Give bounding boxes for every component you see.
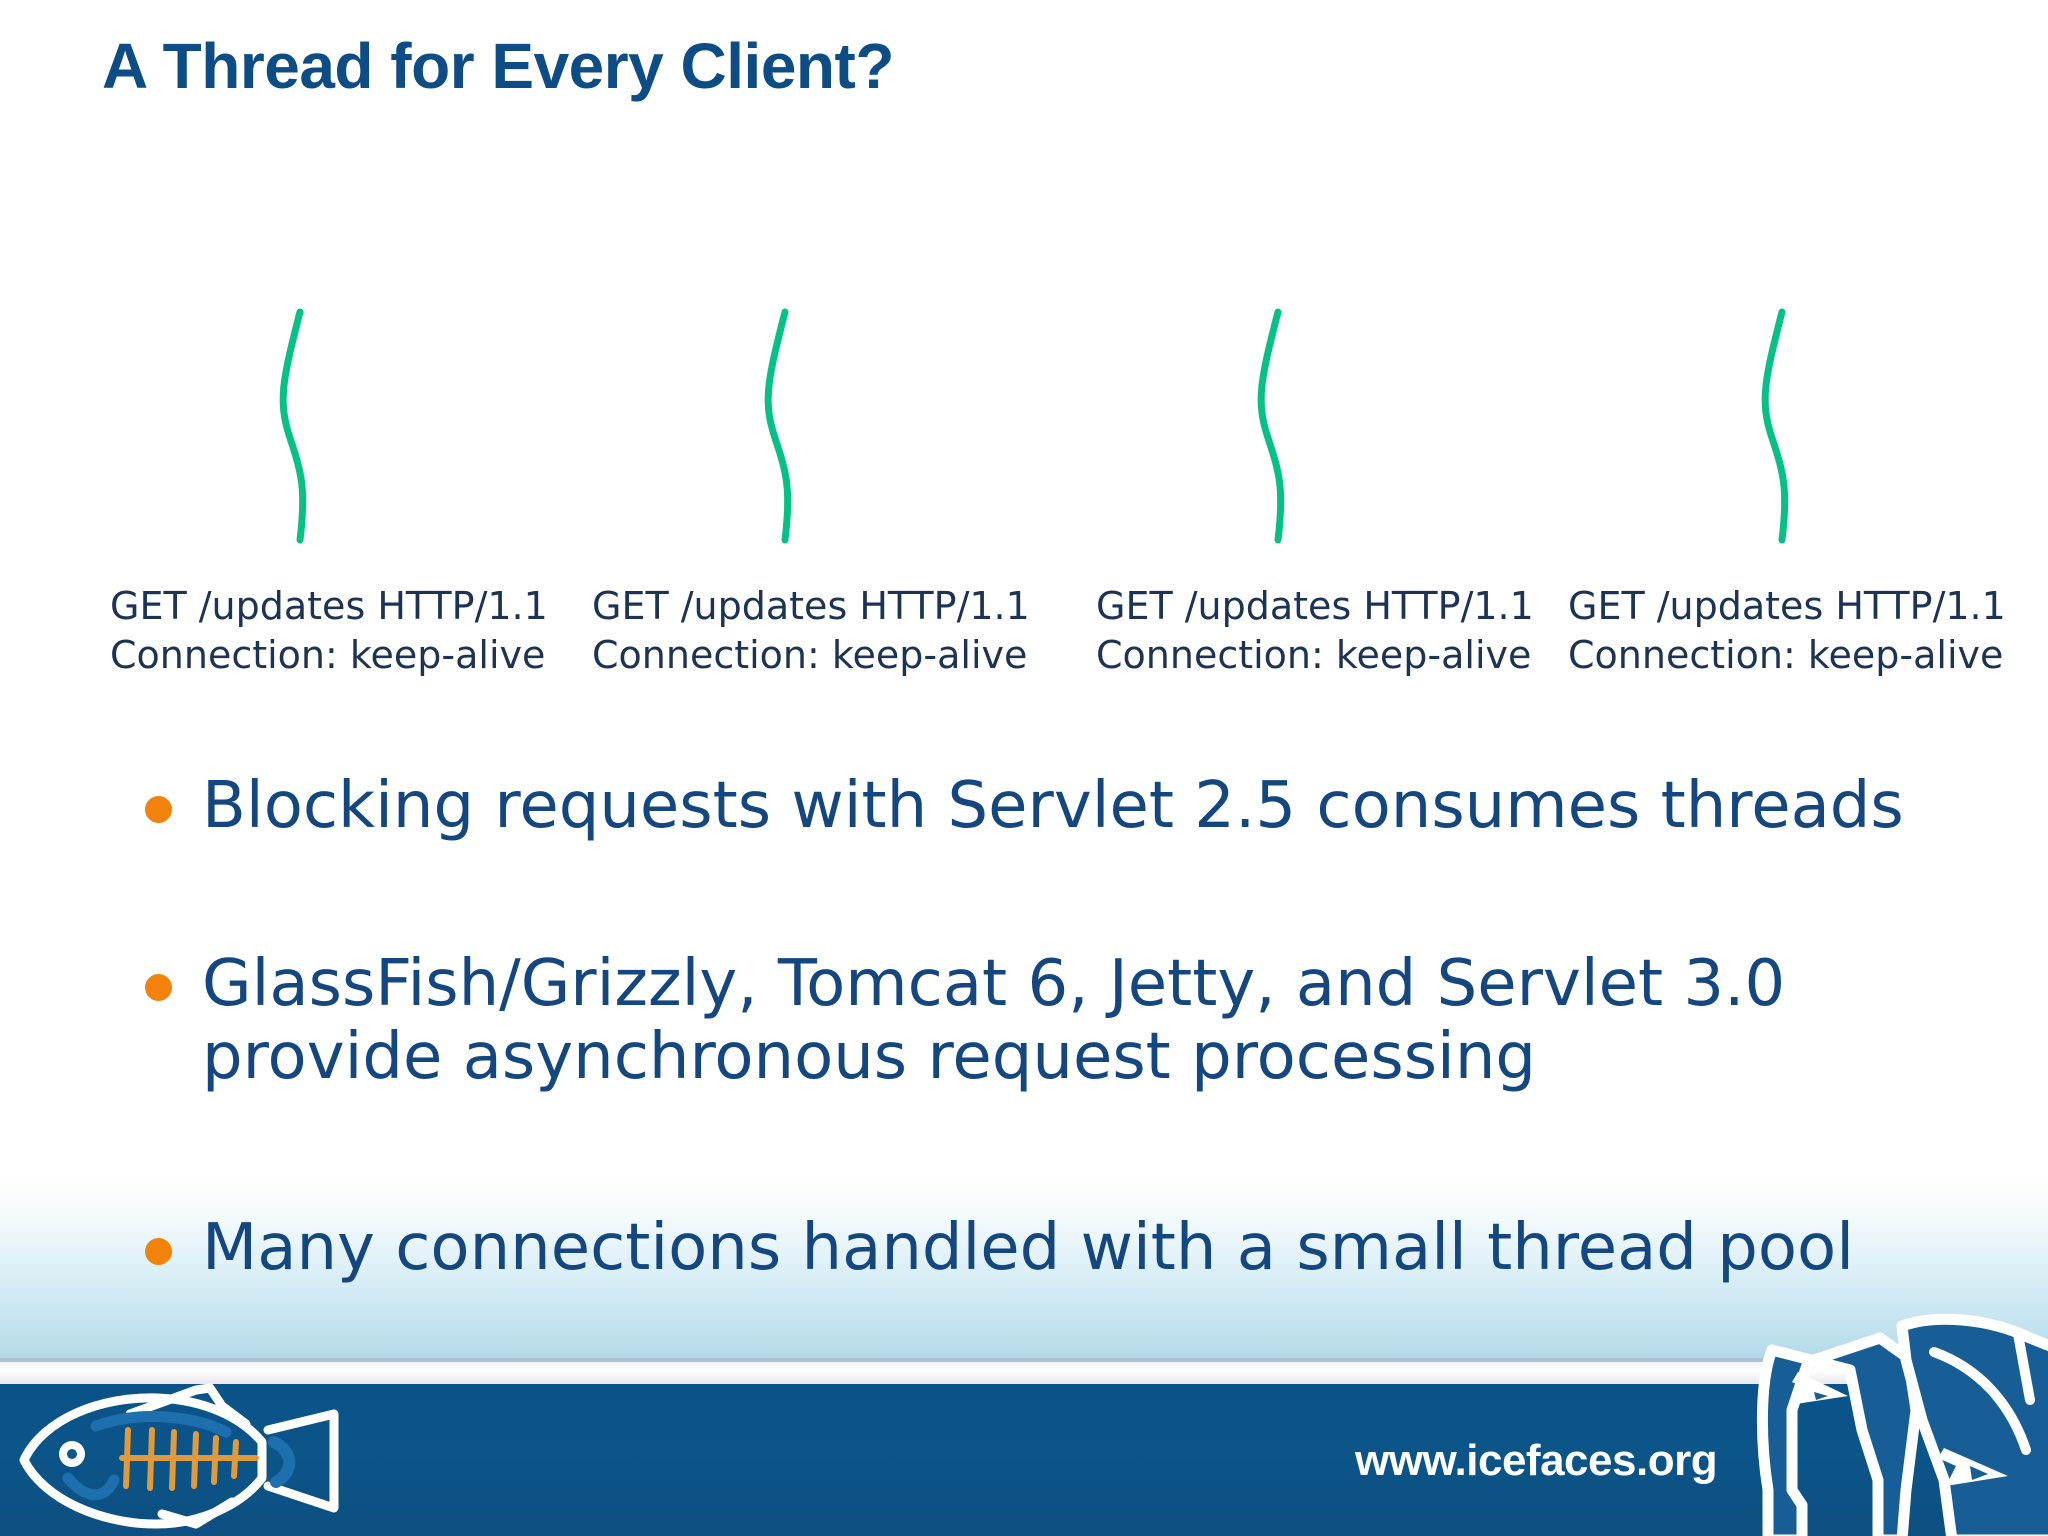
client-connection-curve-4 <box>1761 308 1789 544</box>
fish-body-outline <box>19 1393 267 1529</box>
http-header-line: Connection: keep-alive <box>110 633 546 678</box>
http-request-block-4: GET /updates HTTP/1.1 Connection: keep-a… <box>1568 582 2006 681</box>
http-request-block-3: GET /updates HTTP/1.1 Connection: keep-a… <box>1096 582 1534 681</box>
fish-tail-fin <box>263 1409 339 1513</box>
bullet-item-1: Blocking requests with Servlet 2.5 consu… <box>145 770 1945 843</box>
http-header-line: Connection: keep-alive <box>1096 633 1532 678</box>
http-request-block-2: GET /updates HTTP/1.1 Connection: keep-a… <box>592 582 1030 681</box>
bullet-dot-icon <box>145 1238 172 1265</box>
bottom-gradient-band <box>0 1178 2048 1360</box>
http-header-line: Connection: keep-alive <box>1568 633 2004 678</box>
bullet-dot-icon <box>145 796 172 823</box>
client-connection-curve-2 <box>764 308 792 544</box>
fish-ventral-fin <box>157 1497 237 1529</box>
band-edge-divider <box>0 1358 2048 1362</box>
fish-eye-left <box>1792 1372 1848 1404</box>
http-header-line: Connection: keep-alive <box>592 633 1028 678</box>
abstract-fish-pair-logo <box>1756 1313 2048 1536</box>
http-request-line: GET /updates HTTP/1.1 <box>110 584 548 628</box>
http-request-line: GET /updates HTTP/1.1 <box>592 584 1030 628</box>
bullet-text-1: Blocking requests with Servlet 2.5 consu… <box>202 769 1904 843</box>
bullet-dot-icon <box>145 974 172 1001</box>
bullet-text-2: GlassFish/Grizzly, Tomcat 6, Jetty, and … <box>202 947 1786 1094</box>
fish-skeleton-logo <box>19 1383 339 1529</box>
footer-bar <box>0 1384 2048 1536</box>
client-connection-curve-1 <box>279 308 307 544</box>
http-request-block-1: GET /updates HTTP/1.1 Connection: keep-a… <box>110 582 548 681</box>
bullet-item-2: GlassFish/Grizzly, Tomcat 6, Jetty, and … <box>145 948 1945 1094</box>
slide-title: A Thread for Every Client? <box>102 30 894 102</box>
client-connection-curve-3 <box>1257 308 1285 544</box>
http-request-line: GET /updates HTTP/1.1 <box>1096 584 1534 628</box>
fish-dorsal-fin <box>125 1383 251 1429</box>
fish-gill-curve <box>62 1472 120 1501</box>
http-request-line: GET /updates HTTP/1.1 <box>1568 584 2006 628</box>
white-separator-strip <box>0 1362 2048 1384</box>
footer-url[interactable]: www.icefaces.org <box>1355 1436 1718 1485</box>
bullet-text-3: Many connections handled with a small th… <box>202 1211 1854 1285</box>
bullet-item-3: Many connections handled with a small th… <box>145 1212 1945 1285</box>
fish-eye-right <box>1938 1448 2008 1486</box>
